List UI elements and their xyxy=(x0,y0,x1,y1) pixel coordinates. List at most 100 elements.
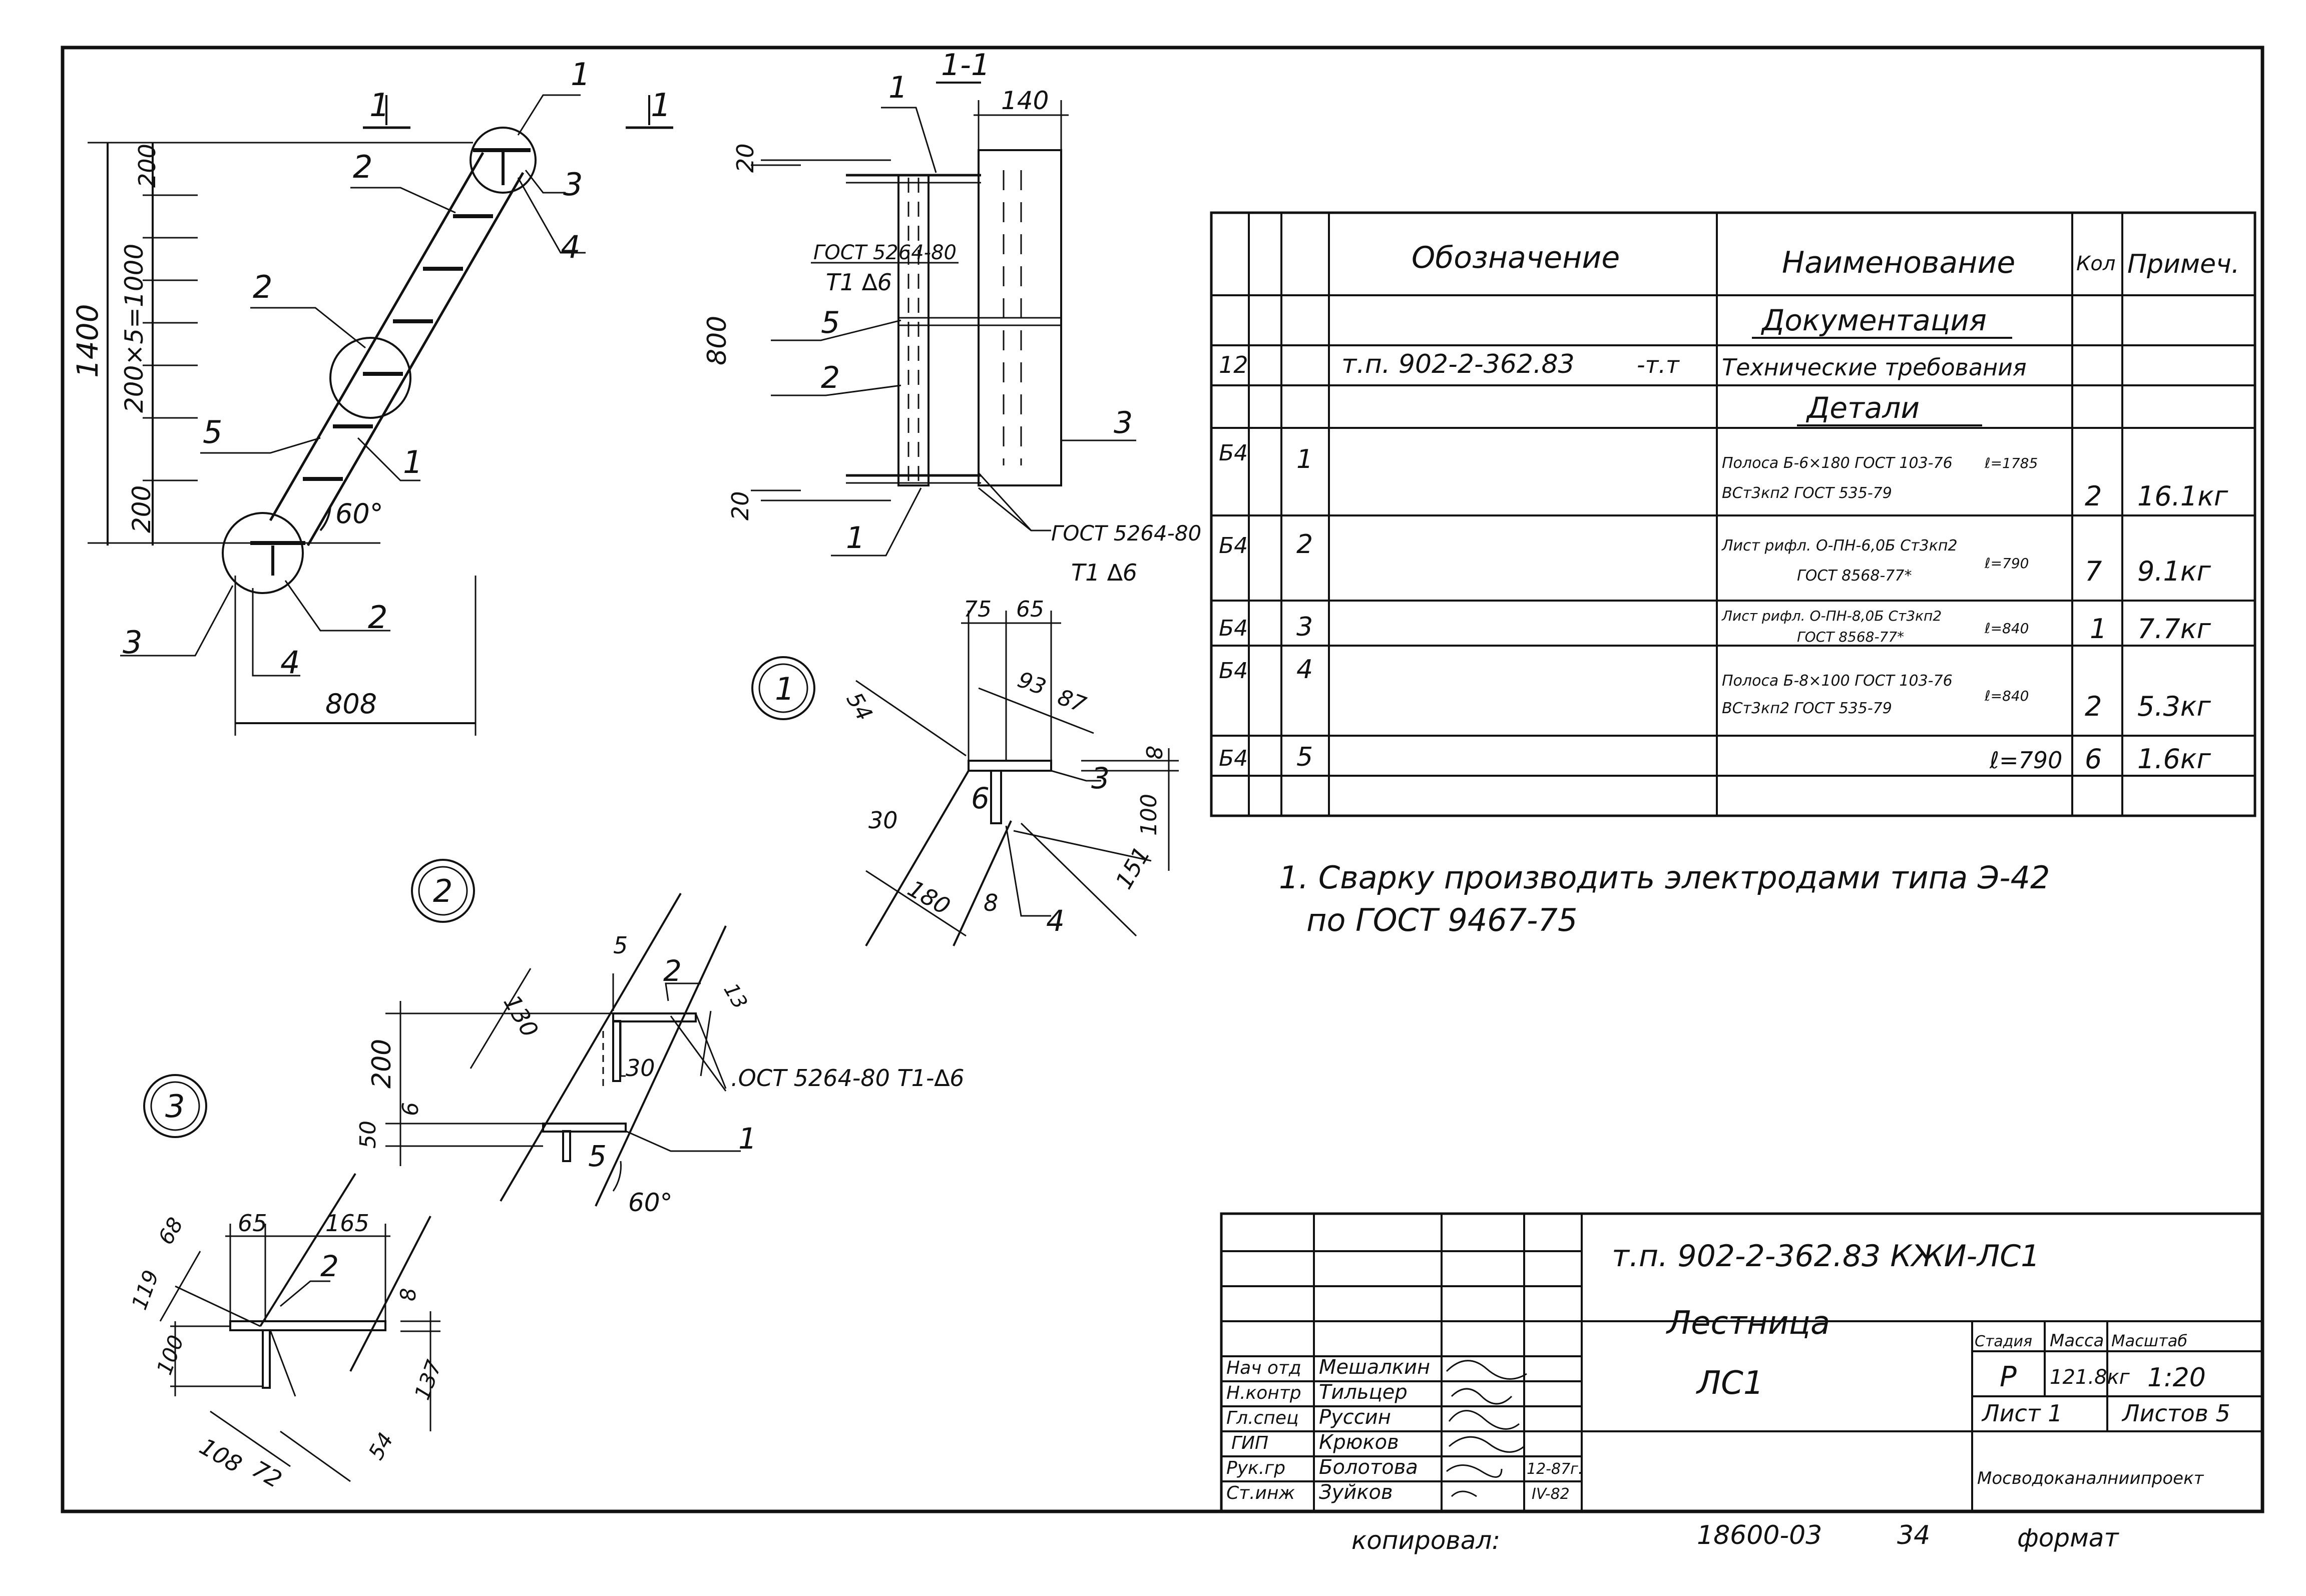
svg-text:ℓ=790: ℓ=790 xyxy=(1984,555,2029,572)
detail-1-dim: 93 xyxy=(1014,667,1049,700)
elevation-callout: 4 xyxy=(280,644,300,681)
svg-text:7.7кг: 7.7кг xyxy=(2137,613,2211,645)
detail-3-dim: 8 xyxy=(396,1288,420,1301)
svg-text:Болотова: Болотова xyxy=(1319,1456,1418,1479)
footer-format: формат xyxy=(2017,1523,2119,1552)
detail-circle-mid xyxy=(329,337,411,419)
svg-text:5.3кг: 5.3кг xyxy=(2137,691,2211,722)
svg-text:Мешалкин: Мешалкин xyxy=(1319,1356,1430,1379)
detail-3: 3 65 165 68 119 100 8 137 10 xyxy=(127,1074,446,1493)
doc-row-format: 12 xyxy=(1219,351,1248,378)
note-line-2: по ГОСТ 9467-75 xyxy=(1306,902,1577,938)
detail-1-dim: 30 xyxy=(868,807,898,834)
section-mark-right: 1 xyxy=(651,87,671,124)
detail-1-dim: 151 xyxy=(1110,842,1156,893)
detail-1-dim: 8 xyxy=(984,889,998,916)
svg-text:ГОСТ 8568-77*: ГОСТ 8568-77* xyxy=(1797,567,1912,585)
svg-text:12-87г.: 12-87г. xyxy=(1527,1460,1583,1478)
section-callout: 5 xyxy=(821,305,840,340)
note-line-1: 1. Сварку производить электродами типа Э… xyxy=(1279,859,2050,896)
detail-3-dim: 72 xyxy=(248,1455,287,1493)
detail-2-dim: 50 xyxy=(355,1121,381,1149)
detail-2-callout: 2 xyxy=(663,954,682,988)
table-section-docs: Документация xyxy=(1760,303,1987,337)
detail-1-callout: 3 xyxy=(1091,761,1110,795)
svg-text:IV-82: IV-82 xyxy=(1532,1485,1570,1503)
detail-2-dim: 5 xyxy=(613,932,628,959)
svg-text:ГИП: ГИП xyxy=(1231,1433,1268,1453)
doc-row-code: т.п. 902-2-362.83 xyxy=(1341,349,1575,379)
detail-3-dim: 137 xyxy=(409,1357,446,1403)
table-header-name: Наименование xyxy=(1782,245,2015,280)
svg-text:ℓ=790: ℓ=790 xyxy=(1989,747,2062,774)
section-callout: 1 xyxy=(846,520,865,556)
table-section-details: Детали xyxy=(1805,391,1920,425)
footer-copied: копировал: xyxy=(1351,1526,1500,1555)
svg-text:Б4: Б4 xyxy=(1219,616,1248,641)
svg-text:Лист рифл. О-ПН-6,0Б Ст3кп2: Лист рифл. О-ПН-6,0Б Ст3кп2 xyxy=(1721,537,1958,555)
elevation-callout: 3 xyxy=(563,166,583,203)
svg-text:3: 3 xyxy=(1296,612,1313,642)
title-sheet: Лист 1 xyxy=(1981,1400,2062,1427)
svg-text:Нач отд: Нач отд xyxy=(1226,1358,1301,1378)
dim-total-height: 1400 xyxy=(71,304,105,378)
detail-1-dim: 75 xyxy=(964,597,992,622)
section-callout: 2 xyxy=(821,360,840,395)
detail-1-label: 1 xyxy=(775,671,794,707)
svg-text:Полоса Б-6×180 ГОСТ 103-76: Полоса Б-6×180 ГОСТ 103-76 xyxy=(1722,454,1953,472)
table-header-designation: Обозначение xyxy=(1412,240,1620,275)
section-dim-bottom-gap: 20 xyxy=(727,491,754,520)
svg-text:Б4: Б4 xyxy=(1219,533,1248,559)
detail-3-label: 3 xyxy=(165,1088,185,1125)
title-org: Мосводоканалниипроект xyxy=(1977,1468,2204,1488)
elevation-callout: 2 xyxy=(353,149,372,185)
section-dim-height: 800 xyxy=(702,316,732,365)
svg-text:Б4: Б4 xyxy=(1219,440,1248,466)
svg-text:2: 2 xyxy=(1296,529,1313,560)
general-note: 1. Сварку производить электродами типа Э… xyxy=(1279,859,2050,938)
detail-1-callout: 6 xyxy=(971,781,990,815)
svg-text:5: 5 xyxy=(1296,742,1313,772)
svg-text:1: 1 xyxy=(1296,444,1313,474)
doc-row-name: Технические требования xyxy=(1722,354,2027,381)
detail-3-callout: 2 xyxy=(320,1249,339,1283)
svg-text:ℓ=1785: ℓ=1785 xyxy=(1984,455,2038,471)
table-row: Б4 4 Полоса Б-8×100 ГОСТ 103-76 ВСт3кп2 … xyxy=(1219,655,2211,722)
table-header-qty: Кол xyxy=(2076,252,2115,275)
spec-table: Обозначение Наименование Кол Примеч. Док… xyxy=(1210,211,2256,817)
table-row: Б4 1 Полоса Б-6×180 ГОСТ 103-76 ВСт3кп2 … xyxy=(1219,440,2228,512)
svg-text:Полоса Б-8×100 ГОСТ 103-76: Полоса Б-8×100 ГОСТ 103-76 xyxy=(1722,672,1953,690)
detail-3-marker xyxy=(143,1074,207,1138)
title-mass-label: Масса xyxy=(2050,1331,2104,1351)
dim-flight: 200×5=1000 xyxy=(120,244,149,413)
detail-3-dim: 165 xyxy=(325,1210,369,1237)
svg-text:ℓ=840: ℓ=840 xyxy=(1984,688,2029,704)
svg-text:2: 2 xyxy=(2085,691,2102,722)
elevation-callout: 1 xyxy=(571,56,590,93)
svg-text:6: 6 xyxy=(2085,743,2102,775)
detail-2-angle: 60° xyxy=(628,1188,673,1217)
staff-row: Ст.инж Зуйков IV-82 xyxy=(1226,1481,1570,1504)
dim-angle: 60° xyxy=(335,498,383,529)
svg-text:7: 7 xyxy=(2085,556,2102,587)
title-scale: 1:20 xyxy=(2147,1363,2206,1393)
detail-1-callout: 4 xyxy=(1046,904,1065,938)
staff-row: Гл.спец Руссин xyxy=(1226,1406,1520,1430)
detail-2-dim: 13 xyxy=(719,979,751,1013)
section-1-1: 1-1 140 20 800 20 xyxy=(702,48,1201,586)
title-block: т.п. 902-2-362.83 КЖИ-ЛС1 Лестница ЛС1 С… xyxy=(1220,1212,2264,1513)
svg-text:ВСт3кп2 ГОСТ 535-79: ВСт3кп2 ГОСТ 535-79 xyxy=(1722,700,1892,717)
dim-bottom-step: 200 xyxy=(127,485,156,533)
dim-span: 808 xyxy=(325,688,377,720)
svg-text:ГОСТ 8568-77*: ГОСТ 8568-77* xyxy=(1797,629,1904,645)
detail-2: 2 5 130 200 6 50 30 13 2 5 xyxy=(355,859,965,1217)
elevation-view: 1 1 1 2 2 5 1 3 4 3 4 2 200 200×5=1000 1… xyxy=(71,56,673,736)
svg-text:Рук.гр: Рук.гр xyxy=(1226,1458,1285,1478)
detail-3-dim: 100 xyxy=(152,1332,188,1378)
detail-1-dim: 54 xyxy=(841,688,877,725)
table-row: Б4 2 Лист рифл. О-ПН-6,0Б Ст3кп2 ГОСТ 85… xyxy=(1219,529,2211,587)
staff-row: Рук.гр Болотова 12-87г. xyxy=(1226,1456,1583,1479)
footer-number: 18600-03 xyxy=(1697,1520,1822,1550)
svg-text:1.6кг: 1.6кг xyxy=(2137,743,2211,775)
